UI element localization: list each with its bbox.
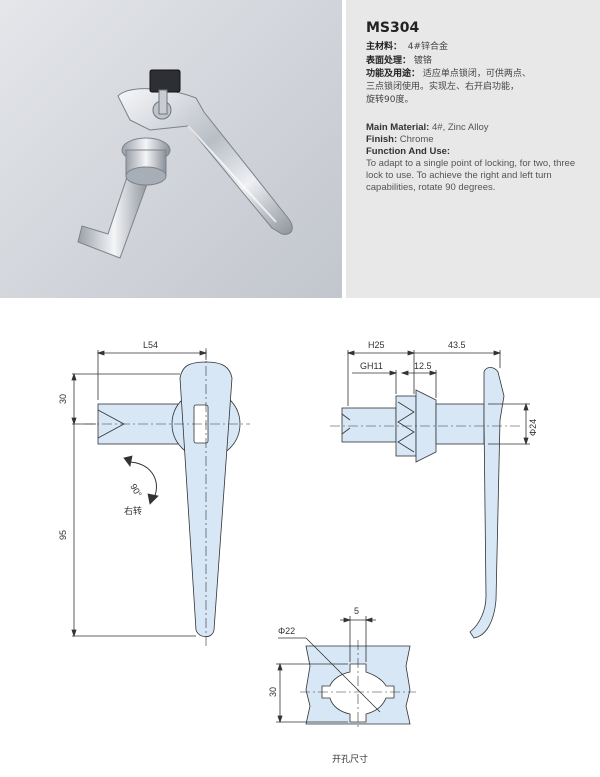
- dim-rotation-angle: 90°: [128, 482, 144, 499]
- cn-material-value: 4#锌合金: [407, 42, 449, 52]
- dim-h25: H25: [368, 340, 385, 350]
- en-finish-value: Chrome: [399, 134, 434, 145]
- cn-material: 主材料： 4#锌合金: [366, 41, 448, 53]
- en-material-value: 4#, Zinc Alloy: [432, 122, 489, 133]
- rotation-arrow: [127, 461, 157, 499]
- dim-95: 95: [58, 530, 68, 540]
- dim-l54: L54: [143, 340, 158, 350]
- dim-gh11: GH11: [360, 361, 383, 371]
- cn-function: 功能及用途： 适应单点锁闭，可供两点、: [366, 68, 531, 80]
- cutout-caption: 开孔尺寸: [332, 753, 368, 765]
- dim-12-5: 12.5: [414, 361, 432, 371]
- en-material-label: Main Material:: [366, 122, 430, 133]
- model-number: MS304: [366, 20, 420, 36]
- side-boss: [435, 403, 485, 445]
- side-handle: [469, 367, 505, 639]
- product-photo-panel: [0, 0, 342, 298]
- dim-phi22: Φ22: [278, 626, 295, 636]
- cn-finish-label: 表面处理：: [366, 56, 412, 66]
- dim-30-cutout: 30: [268, 687, 278, 697]
- dim-43-5: 43.5: [448, 340, 466, 350]
- side-shaft: [341, 407, 397, 443]
- product-photo: [77, 69, 293, 259]
- rotation-label: 右转: [124, 505, 142, 517]
- cn-material-label: 主材料：: [366, 42, 403, 52]
- cn-function-line3: 旋转90度。: [366, 95, 414, 105]
- cn-function-line2: 三点锁闭使用。实现左、右开启功能，: [366, 82, 520, 92]
- en-function-text: To adapt to a single point of locking, f…: [366, 158, 576, 193]
- dim-5: 5: [354, 606, 359, 616]
- cn-finish: 表面处理： 镀铬: [366, 55, 432, 67]
- cn-function-label: 功能及用途：: [366, 69, 421, 79]
- dim-30-top: 30: [58, 394, 68, 404]
- cn-finish-value: 镀铬: [413, 56, 432, 66]
- cn-function-line1: 适应单点锁闭，可供两点、: [422, 69, 531, 79]
- english-specs: Main Material: 4#, Zinc Alloy Finish: Ch…: [366, 122, 590, 194]
- en-function-label: Function And Use:: [366, 146, 451, 157]
- dim-phi24: Φ24: [528, 419, 538, 436]
- spec-panel: [346, 0, 600, 298]
- en-finish-label: Finish:: [366, 134, 398, 145]
